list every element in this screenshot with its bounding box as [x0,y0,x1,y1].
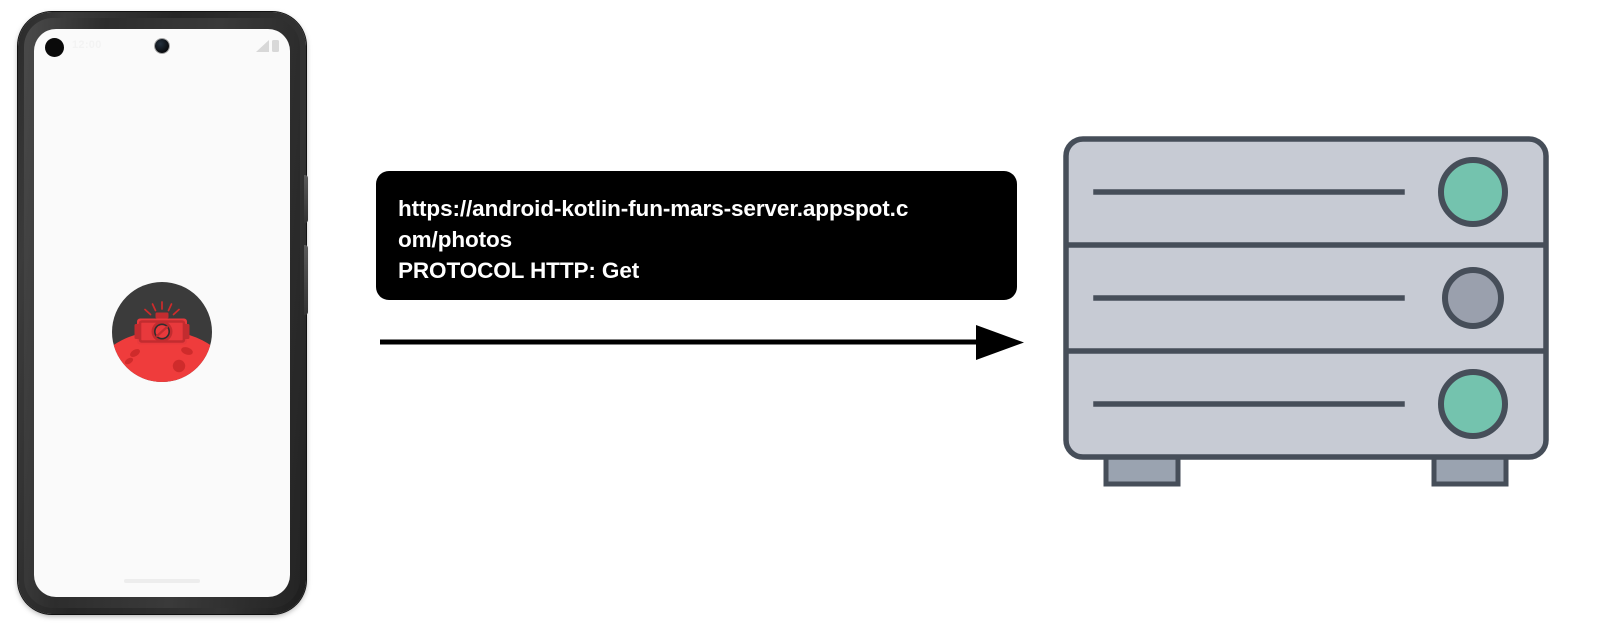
battery-icon [272,40,279,52]
mars-photos-logo-icon [111,281,213,383]
request-protocol-line: PROTOCOL HTTP: Get [398,258,640,283]
web-server-illustration [1062,130,1550,498]
phone-screen: 12:00 [34,29,290,597]
notification-dot-icon [45,38,64,57]
status-bar-icons [256,40,279,52]
front-camera-punch-hole-icon [155,39,169,53]
request-url-line-1: https://android-kotlin-fun-mars-server.a… [398,196,909,221]
status-bar: 12:00 [34,29,290,67]
status-bar-time: 12:00 [72,39,102,51]
request-arrow [376,320,1036,366]
request-url-bubble: https://android-kotlin-fun-mars-server.a… [376,171,1017,300]
status-led-gray [1442,267,1504,329]
status-led-green [1438,369,1508,439]
android-phone-mockup: 12:00 [18,12,308,614]
power-button[interactable] [304,175,308,223]
status-led-green [1438,157,1508,227]
volume-rocker[interactable] [304,245,308,315]
signal-bars-icon [256,40,269,52]
gesture-home-indicator[interactable] [124,579,200,583]
request-url-line-2: om/photos [398,227,513,252]
